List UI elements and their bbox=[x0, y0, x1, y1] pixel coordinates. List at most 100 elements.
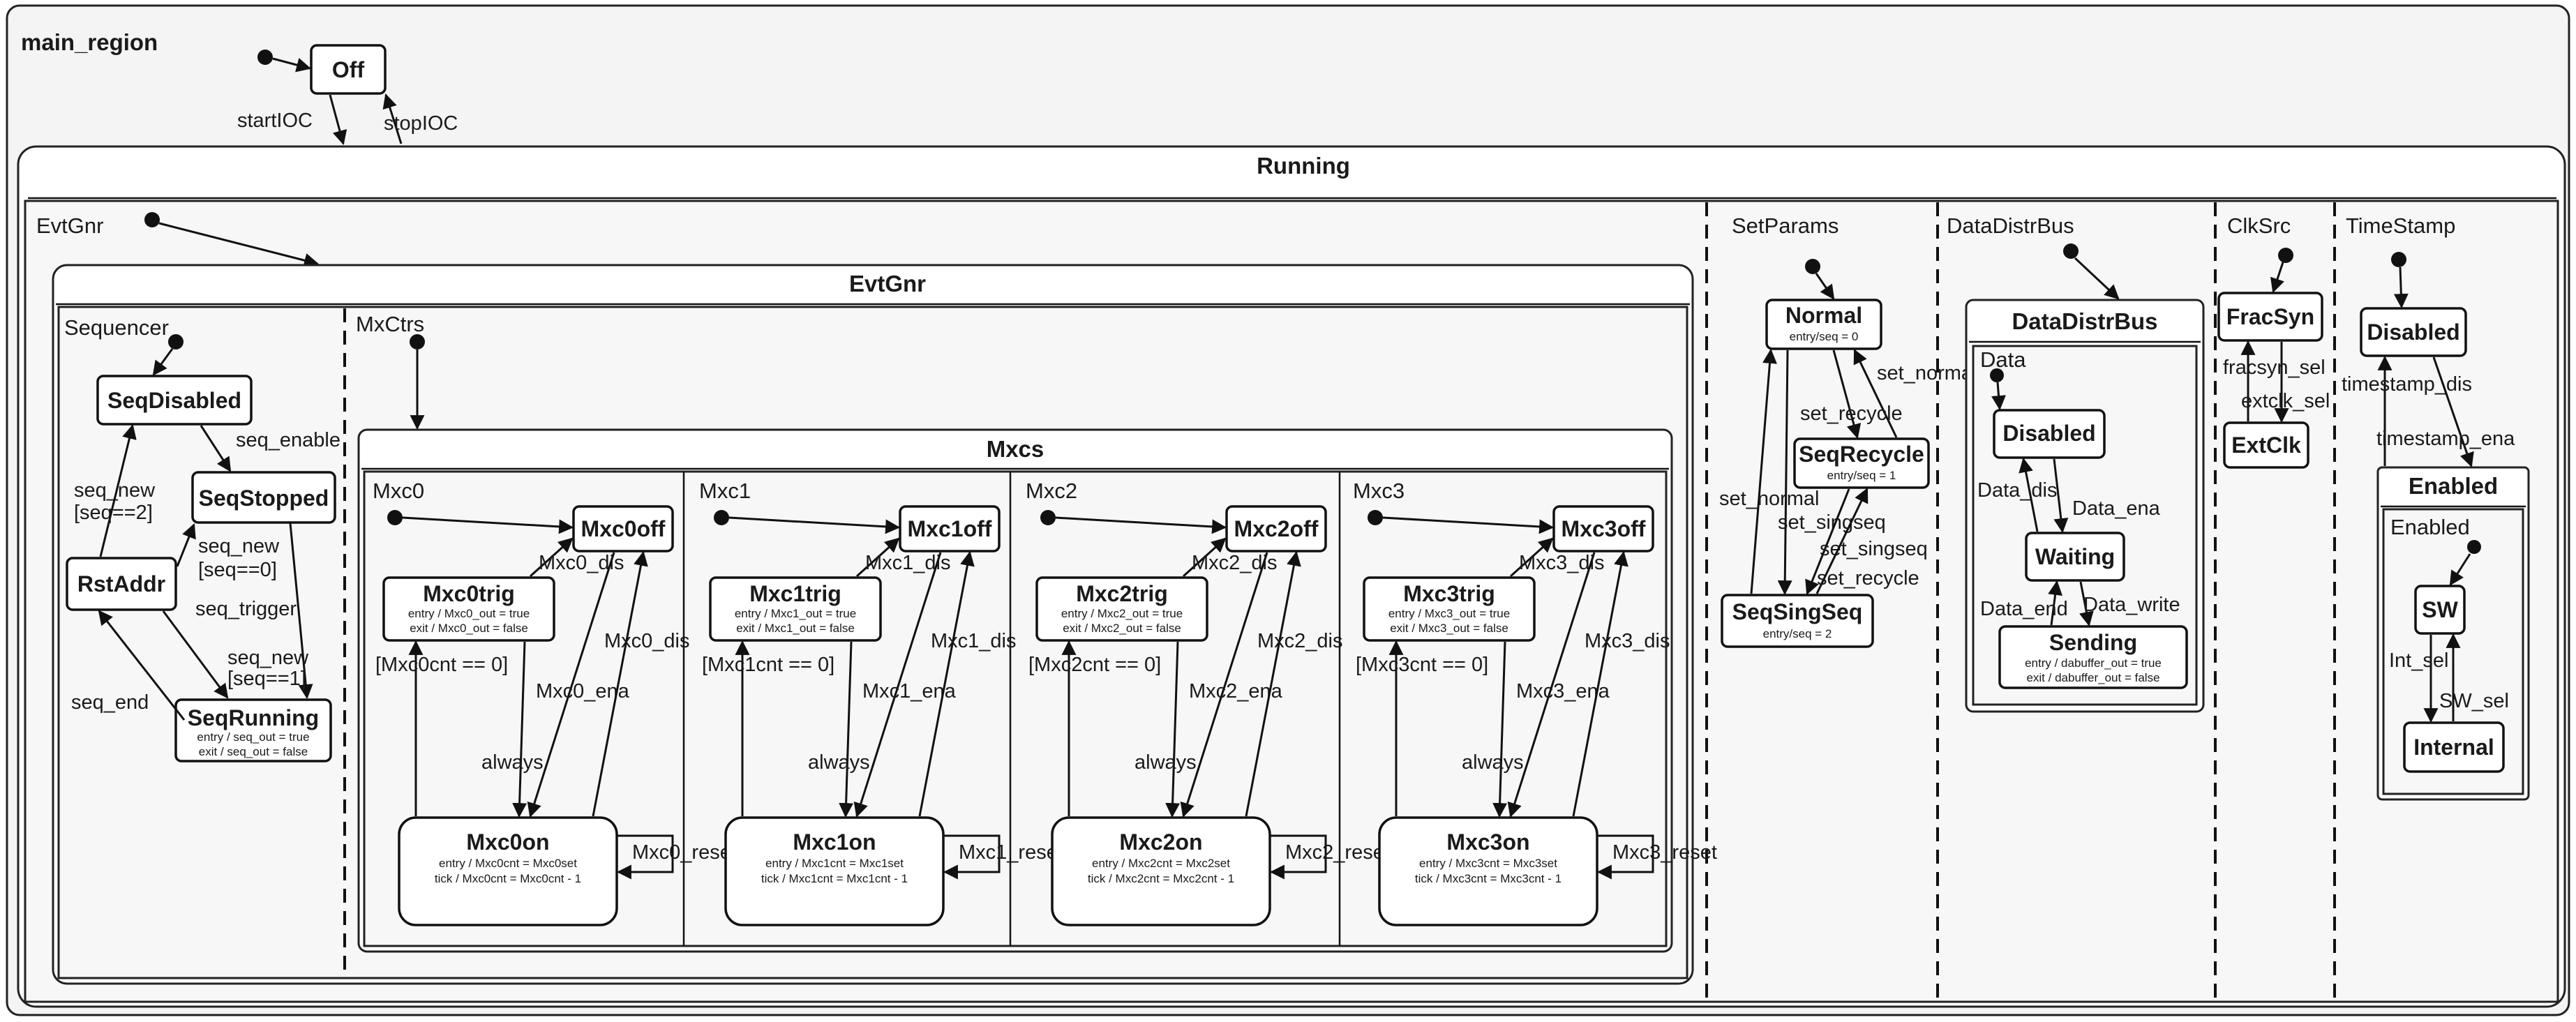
label-seq-new-1-guard: [seq==1] bbox=[227, 668, 306, 690]
transition-mxc-dis-2 bbox=[1245, 550, 1301, 817]
region-label-mxc: Mxc2 bbox=[1026, 479, 1077, 503]
label-mxc-ena: Mxc1_ena bbox=[862, 680, 957, 702]
state-seqdisabled[interactable] bbox=[96, 375, 253, 426]
label-stopioc: stopIOC bbox=[384, 112, 458, 135]
label-mxc-reset: Mxc3_reset bbox=[1612, 841, 1717, 864]
label-mxc-ena: Mxc2_ena bbox=[1189, 680, 1283, 702]
state-mxc-trig-exit: exit / Mxc2_out = false bbox=[1063, 622, 1181, 635]
mxcs-composite-title: Mxcs bbox=[987, 436, 1044, 462]
transition-set-normal-b bbox=[1750, 348, 1777, 594]
state-seqrecycle-entry: entry/seq = 1 bbox=[1827, 469, 1896, 482]
state-mxc-trig[interactable] bbox=[1035, 576, 1208, 642]
initial-marker bbox=[1990, 368, 2004, 382]
initial-marker bbox=[257, 50, 273, 65]
state-waiting[interactable] bbox=[2025, 532, 2125, 582]
transition-mxc-ena bbox=[527, 552, 615, 818]
state-ts-disabled-label: Disabled bbox=[2367, 320, 2459, 345]
ts-enabled-title: Enabled bbox=[2409, 473, 2498, 499]
state-rstaddr-label: RstAddr bbox=[77, 571, 165, 596]
label-data-dis: Data_dis bbox=[1977, 479, 2057, 502]
label-timestamp-dis: timestamp_dis bbox=[2342, 373, 2472, 396]
transition-initial-normal bbox=[1815, 273, 1835, 300]
transition-mxc-reset bbox=[1596, 834, 1654, 880]
state-sending-label: Sending bbox=[2049, 630, 2137, 655]
label-seq-new-0-guard: [seq==0] bbox=[198, 559, 277, 581]
label-mxc-always: always bbox=[481, 751, 544, 774]
label-timestamp-ena: timestamp_ena bbox=[2376, 428, 2515, 450]
state-rstaddr[interactable] bbox=[66, 557, 177, 611]
state-mxc-on-tick: tick / Mxc2cnt = Mxc2cnt - 1 bbox=[1088, 872, 1234, 885]
transition-set-recycle-b bbox=[1815, 488, 1869, 594]
transition-mxc-dis-1 bbox=[855, 537, 900, 578]
label-data-end: Data_end bbox=[1980, 598, 2068, 620]
state-data-disabled[interactable] bbox=[1993, 409, 2106, 459]
transition-set-singseq-a bbox=[1777, 350, 1792, 596]
transition-mxc-always bbox=[1492, 641, 1508, 818]
state-mxc-trig-exit: exit / Mxc1_out = false bbox=[736, 622, 855, 635]
transition-stopioc bbox=[382, 93, 403, 144]
state-mxc-off-label: Mxc2off bbox=[1234, 516, 1319, 541]
initial-marker bbox=[1040, 510, 1056, 525]
state-mxc-off-label: Mxc3off bbox=[1562, 516, 1646, 541]
state-mxc-off[interactable] bbox=[1225, 505, 1327, 553]
transition-initial-evtgnr bbox=[158, 222, 320, 268]
state-normal-entry: entry/seq = 0 bbox=[1790, 330, 1859, 343]
region-label-sequencer: Sequencer bbox=[64, 315, 169, 340]
transition-mxc-always bbox=[512, 641, 527, 818]
state-mxc-on-entry: entry / Mxc0cnt = Mxc0set bbox=[439, 857, 577, 870]
state-mxc-trig-label: Mxc2trig bbox=[1076, 581, 1168, 606]
transition-seq-new-2 bbox=[99, 423, 137, 557]
state-mxc-trig-label: Mxc3trig bbox=[1403, 581, 1495, 606]
state-seqstopped-label: SeqStopped bbox=[199, 486, 329, 511]
state-extclk[interactable] bbox=[2223, 421, 2309, 469]
state-internal[interactable] bbox=[2403, 721, 2505, 773]
transition-mxc-dis-1 bbox=[1509, 537, 1554, 578]
transition-mxc-ena bbox=[1507, 552, 1596, 818]
state-seqrunning[interactable] bbox=[174, 698, 332, 762]
state-mxc-trig[interactable] bbox=[709, 576, 882, 642]
state-seqrunning-entry: entry / seq_out = true bbox=[197, 730, 309, 744]
transition-seq-trigger bbox=[162, 610, 229, 699]
state-mxc-on-tick: tick / Mxc3cnt = Mxc3cnt - 1 bbox=[1415, 872, 1562, 885]
label-seq-end: seq_end bbox=[71, 691, 149, 714]
region-label-mxc: Mxc0 bbox=[373, 479, 424, 503]
region-label-clksrc: ClkSrc bbox=[2227, 213, 2291, 238]
initial-marker bbox=[2391, 252, 2406, 267]
transition-initial-ts-disabled bbox=[2393, 266, 2409, 309]
initial-marker bbox=[144, 212, 160, 227]
transition-initial-sw bbox=[2449, 553, 2471, 586]
state-seqstopped[interactable] bbox=[191, 471, 336, 524]
state-mxc-trig[interactable] bbox=[1363, 576, 1536, 642]
state-mxc-off[interactable] bbox=[572, 505, 674, 553]
state-mxc-on-tick: tick / Mxc1cnt = Mxc1cnt - 1 bbox=[761, 872, 908, 885]
state-seqsingseq[interactable] bbox=[1721, 594, 1874, 648]
transition-initial-datadistrbus bbox=[2074, 257, 2120, 300]
state-mxc-on-entry: entry / Mxc1cnt = Mxc1set bbox=[765, 857, 904, 870]
main-region-label: main_region bbox=[21, 29, 158, 55]
transition-mxc-always bbox=[1165, 641, 1181, 818]
state-sw-label: SW bbox=[2422, 597, 2458, 622]
state-mxc-off[interactable] bbox=[899, 505, 1001, 553]
state-fracsyn[interactable] bbox=[2217, 292, 2323, 342]
state-off[interactable] bbox=[310, 44, 387, 95]
label-seq-new-2-guard: [seq==2] bbox=[74, 502, 153, 524]
state-ts-disabled[interactable] bbox=[2360, 307, 2467, 357]
state-seqrecycle[interactable] bbox=[1793, 437, 1930, 489]
state-mxc-trig-label: Mxc0trig bbox=[423, 581, 515, 606]
state-mxc-trig-entry: entry / Mxc2_out = true bbox=[1061, 607, 1183, 620]
state-off-label: Off bbox=[332, 57, 365, 82]
state-normal[interactable] bbox=[1765, 299, 1882, 350]
region-label-mxc: Mxc1 bbox=[699, 479, 751, 503]
transition-mxc-reset bbox=[1269, 834, 1327, 880]
state-mxc-trig-exit: exit / Mxc0_out = false bbox=[410, 622, 528, 635]
state-mxc-off[interactable] bbox=[1552, 505, 1654, 553]
transition-data-dis bbox=[2019, 457, 2039, 532]
transition-initial-mxc-off bbox=[728, 516, 901, 534]
transition-initial-fracsyn bbox=[2270, 262, 2284, 293]
state-sw[interactable] bbox=[2414, 585, 2466, 635]
state-mxc-trig[interactable] bbox=[382, 576, 555, 642]
state-mxc-off-label: Mxc0off bbox=[581, 516, 666, 541]
transition-initial-disabled bbox=[1991, 382, 2006, 411]
transition-initial-mxc-off bbox=[1382, 516, 1555, 534]
label-mxc-reset: Mxc1_reset bbox=[959, 841, 1063, 864]
